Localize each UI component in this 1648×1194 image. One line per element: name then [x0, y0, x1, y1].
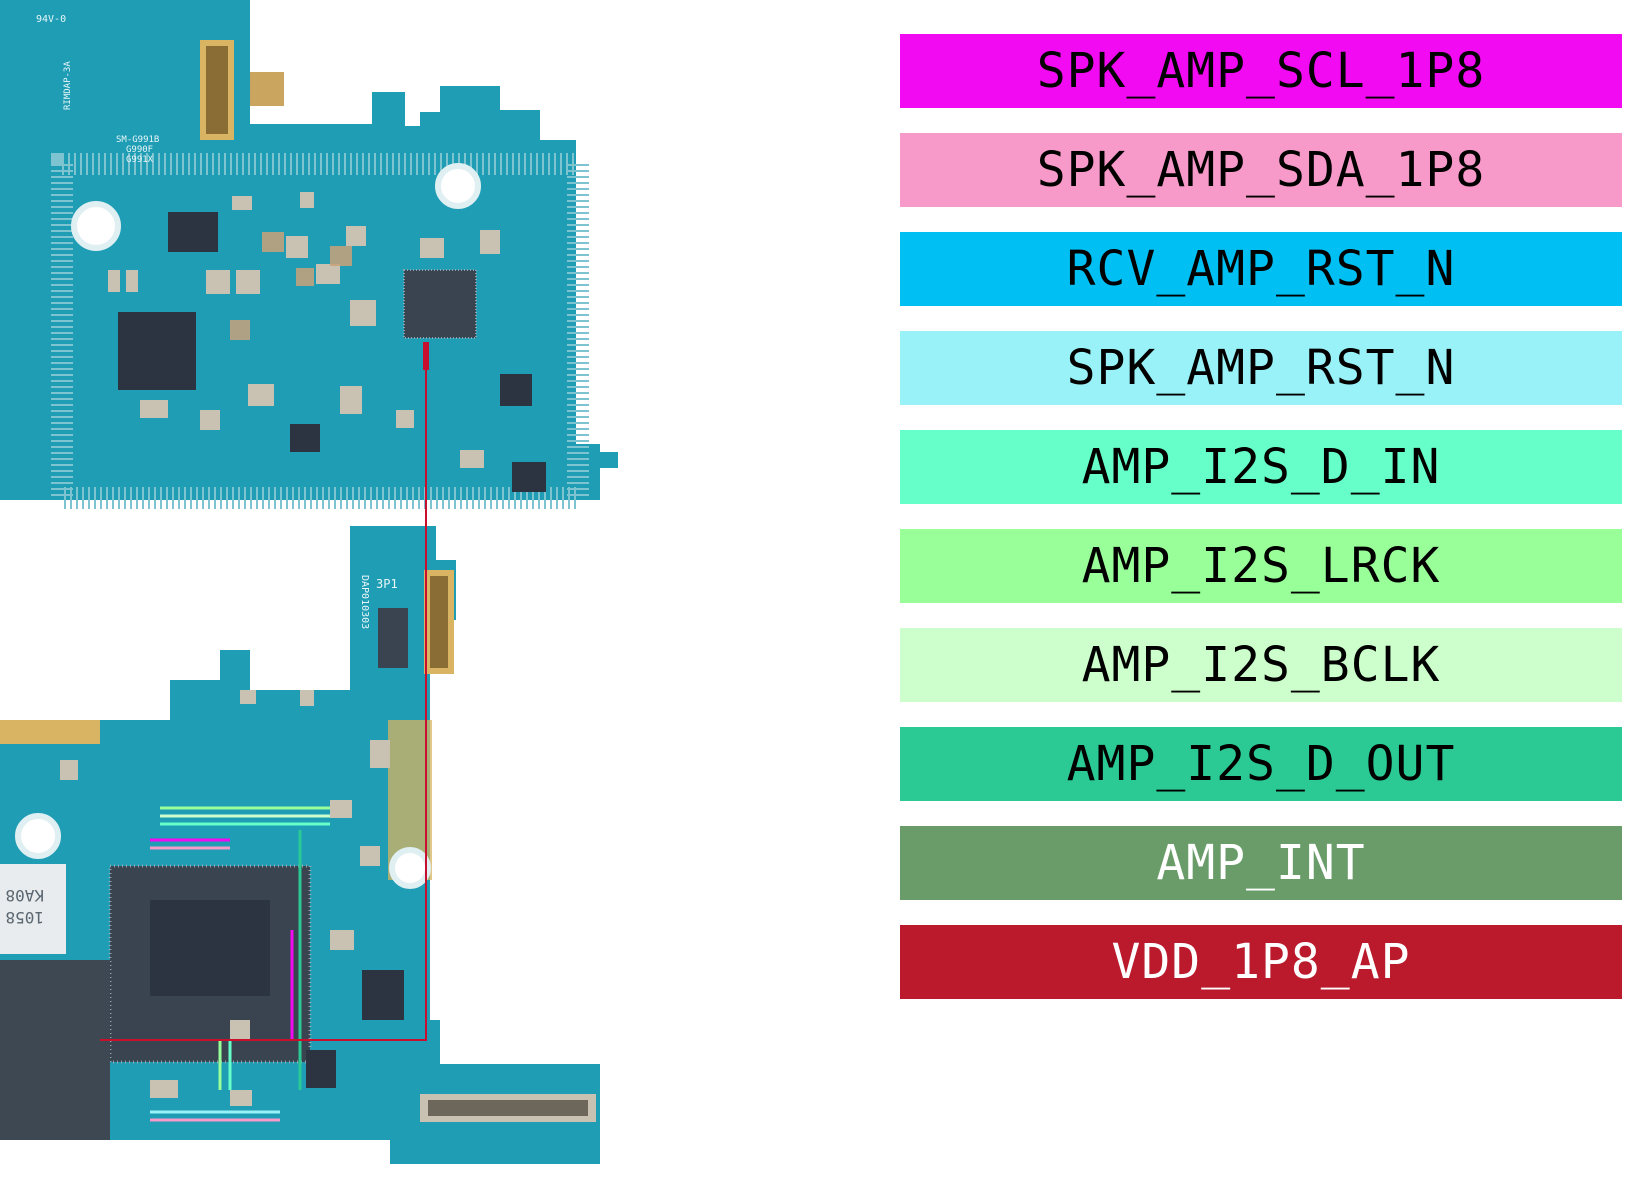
model-line-2: G990F: [126, 145, 153, 155]
bottom-board-connector-pins: [428, 1100, 588, 1116]
legend-label: AMP_I2S_LRCK: [1081, 538, 1441, 594]
bottom-memory-chip: [0, 960, 110, 1140]
side-code-text: RIMDAP-3A: [63, 61, 73, 110]
legend-item-amp-i2s-d-in: AMP_I2S_D_IN: [900, 430, 1622, 504]
bottom-flex-connector-pins: [430, 576, 448, 668]
legend-item-spk-amp-rst-n: SPK_AMP_RST_N: [900, 331, 1622, 405]
signal-trace-overlay: [150, 806, 330, 1122]
chip-label-a: KA08: [5, 886, 44, 905]
top-mounting-hole-left: [71, 201, 121, 251]
top-bga-chip: [403, 269, 477, 339]
legend-label: SPK_AMP_SDA_1P8: [1036, 142, 1486, 198]
top-mounting-hole-right: [435, 163, 481, 209]
legend-label: SPK_AMP_SCL_1P8: [1036, 43, 1486, 99]
legend-label: SPK_AMP_RST_N: [1066, 340, 1456, 396]
connector-code-text: DAP010303: [359, 575, 370, 629]
top-ic-small-3: [290, 424, 320, 452]
legend-item-spk-amp-scl-1p8: SPK_AMP_SCL_1P8: [900, 34, 1622, 108]
chip-label-b: 1058: [5, 908, 44, 927]
top-tan-components: [230, 232, 352, 340]
top-ic-small-4: [512, 462, 546, 492]
vdd-1p8-ap-trace: [100, 346, 427, 1041]
legend-item-amp-i2s-lrck: AMP_I2S_LRCK: [900, 529, 1622, 603]
legend-label: AMP_I2S_BCLK: [1081, 637, 1441, 693]
legend-item-rcv-amp-rst-n: RCV_AMP_RST_N: [900, 232, 1622, 306]
top-ic-small-2: [500, 374, 532, 406]
legend-label: RCV_AMP_RST_N: [1066, 241, 1456, 297]
legend-item-amp-int: AMP_INT: [900, 826, 1622, 900]
legend-label: AMP_I2S_D_OUT: [1066, 736, 1456, 792]
top-flex-connector-pins: [206, 46, 228, 134]
legend-label: AMP_I2S_D_IN: [1081, 439, 1441, 495]
top-shield-frame: [51, 153, 589, 509]
connector-marker-text: 3P1: [376, 577, 398, 591]
top-passive-components: [108, 192, 500, 468]
pcb-board-photo: 94V-0 SM-G991B G990F G991X RIMDAP-3A: [0, 0, 640, 1194]
vdd-1p8-ap-test-point: [423, 342, 429, 370]
top-code-text: 94V-0: [36, 14, 66, 25]
pcb-board-drawing: 94V-0 SM-G991B G990F G991X RIMDAP-3A: [0, 0, 618, 1164]
top-ic-large: [118, 312, 196, 390]
legend-item-amp-i2s-d-out: AMP_I2S_D_OUT: [900, 727, 1622, 801]
top-ic-small-1: [168, 212, 218, 252]
legend-item-spk-amp-sda-1p8: SPK_AMP_SDA_1P8: [900, 133, 1622, 207]
bottom-white-chip: [0, 864, 66, 954]
bottom-sensor: [378, 608, 408, 668]
bottom-ic-lower: [306, 1050, 336, 1088]
qr-code-mark: [250, 72, 284, 106]
bottom-soc-core: [150, 900, 270, 996]
legend-label: VDD_1P8_AP: [1111, 934, 1411, 990]
bottom-passive-components: [60, 690, 390, 1106]
legend-item-vdd-1p8-ap: VDD_1P8_AP: [900, 925, 1622, 999]
legend-item-amp-i2s-bclk: AMP_I2S_BCLK: [900, 628, 1622, 702]
model-line-1: SM-G991B: [116, 135, 159, 145]
bottom-mounting-hole-right: [389, 847, 431, 889]
bottom-ic-right: [362, 970, 404, 1020]
model-line-3: G991X: [126, 155, 154, 165]
bottom-mounting-hole-left: [15, 813, 61, 859]
legend-label: AMP_INT: [1156, 835, 1366, 891]
bottom-gold-pad-left: [0, 720, 100, 744]
